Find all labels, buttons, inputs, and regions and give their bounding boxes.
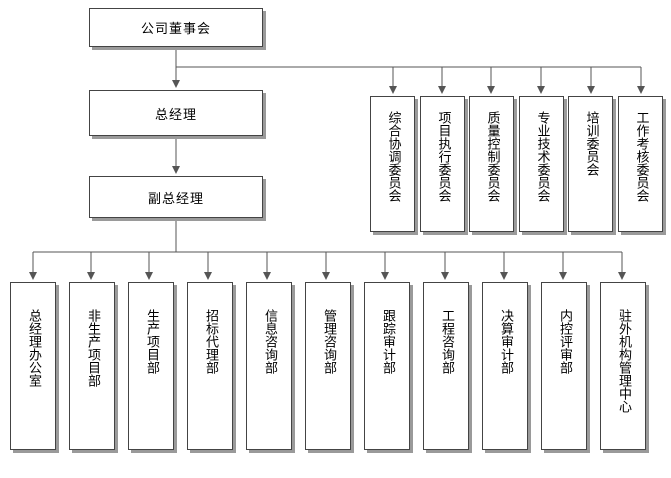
department-label: 工程咨询部 [439,309,454,374]
department-label: 信息咨询部 [262,309,277,374]
committee-quality-control: 质量控制委员会 [469,96,514,232]
committee-label: 工作考核委员会 [633,111,649,202]
committee-label: 质量控制委员会 [484,111,500,202]
committee-project-execution: 项目执行委员会 [420,96,465,232]
committee-coordination: 综合协调委员会 [370,96,415,232]
department-label: 跟踪审计部 [380,309,395,374]
committee-label: 培训委员会 [583,111,599,176]
committee-label: 综合协调委员会 [385,111,401,202]
dept-tender-agency: 招标代理部 [187,282,233,450]
dept-engineering-consulting: 工程咨询部 [423,282,469,450]
dept-branch-management-center: 驻外机构管理中心 [600,282,646,450]
department-label: 决算审计部 [498,309,513,374]
department-label: 生产项目部 [144,309,159,374]
board-to-committees-connector [176,66,645,94]
dept-management-consulting: 管理咨询部 [305,282,351,450]
dept-production-projects: 生产项目部 [128,282,174,450]
deputy-general-manager-node: 副总经理 [89,176,263,218]
deputy-to-departments-connector [29,218,626,280]
department-label: 管理咨询部 [321,309,336,374]
committee-technical: 专业技术委员会 [519,96,564,232]
committee-work-assessment: 工作考核委员会 [618,96,663,232]
dept-tracking-audit: 跟踪审计部 [364,282,410,450]
department-label: 驻外机构管理中心 [616,309,631,413]
committee-training: 培训委员会 [568,96,613,232]
dept-gm-office: 总经理办公室 [10,282,56,450]
dept-non-production-projects: 非生产项目部 [69,282,115,450]
board-label: 公司董事会 [140,22,211,37]
general-manager-label: 总经理 [154,107,197,123]
dept-information-consulting: 信息咨询部 [246,282,292,450]
general-manager-node: 总经理 [89,90,263,136]
dept-internal-control-review: 内控评审部 [541,282,587,450]
department-label: 招标代理部 [203,309,218,374]
board-node: 公司董事会 [89,8,263,47]
deputy-general-manager-label: 副总经理 [147,191,204,207]
committee-label: 专业技术委员会 [534,111,550,202]
dept-final-accounts-audit: 决算审计部 [482,282,528,450]
department-label: 内控评审部 [557,309,572,374]
department-label: 总经理办公室 [26,309,41,387]
department-label: 非生产项目部 [85,309,100,387]
committee-label: 项目执行委员会 [435,111,451,202]
